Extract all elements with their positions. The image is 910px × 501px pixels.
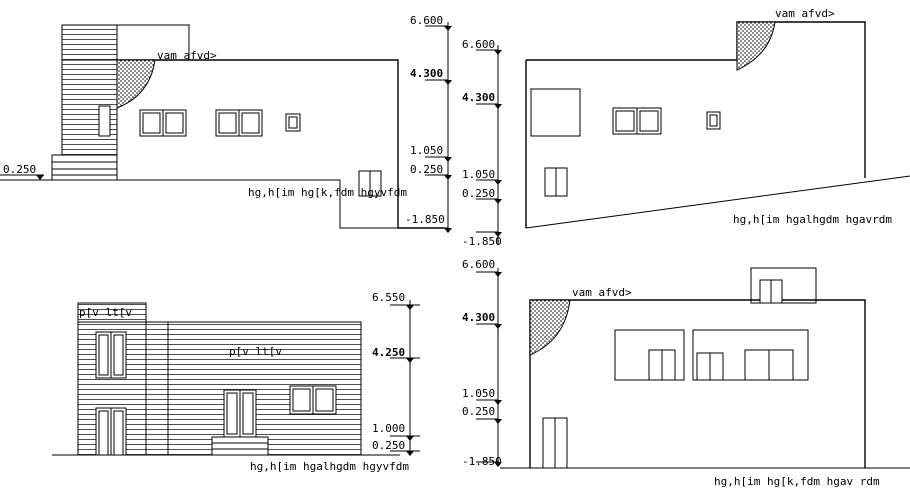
- level-label: -1.850: [462, 235, 502, 248]
- level-label: -1.850: [462, 455, 502, 468]
- level-label: 6.600: [410, 14, 443, 27]
- elevation-bottom-left: p[v lt[v p[v lt[v 6.550 4.250 1.000 0.25…: [52, 291, 420, 473]
- level-label: 6.550: [372, 291, 405, 304]
- wall-label: p[v lt[v: [79, 306, 132, 319]
- roof-label: vam afvd>: [775, 7, 835, 20]
- roof-stipple: [116, 59, 156, 109]
- elevation-caption: hg,h[im hg[k,fdm hgyvfdm: [248, 186, 407, 199]
- roof-label: vam afvd>: [572, 286, 632, 299]
- entry-steps: [211, 436, 269, 456]
- large-window: [530, 88, 581, 137]
- elevation-bottom-right: vam afvd> 6.600 4.300 1.050 0.250 -1.850…: [462, 258, 910, 488]
- level-label: 0.250: [462, 405, 495, 418]
- level-label: 1.050: [462, 168, 495, 181]
- roof-stipple: [736, 21, 776, 71]
- tower-window: [98, 105, 111, 137]
- level-label: 6.600: [462, 258, 495, 271]
- roof-label: vam afvd>: [157, 49, 217, 62]
- level-label: 4.250: [372, 346, 405, 359]
- elevation-caption: hg,h[im hgalhgdm hgavrdm: [733, 213, 892, 226]
- elevation-caption: hg,h[im hgalhgdm hgyvfdm: [250, 460, 409, 473]
- elevation-caption: hg,h[im hg[k,fdm hgav rdm: [714, 475, 880, 488]
- sloped-ground: [525, 175, 910, 229]
- level-label: 0.250: [372, 439, 405, 452]
- wall-label: p[v lt[v: [229, 345, 282, 358]
- main-wall-outline: [117, 59, 445, 229]
- level-label: 1.050: [462, 387, 495, 400]
- level-label: 4.300: [462, 91, 495, 104]
- level-label: 0.250: [3, 163, 36, 176]
- main-wall-outline: [529, 299, 866, 468]
- entry-steps: [51, 154, 118, 181]
- level-label: 4.300: [410, 67, 443, 80]
- roof-stipple: [529, 299, 571, 356]
- level-label: 0.250: [462, 187, 495, 200]
- elevation-top-left: vam afvd> 6.600 4.300 1.050 0.250 -1.850…: [0, 14, 452, 233]
- level-label: 1.000: [372, 422, 405, 435]
- level-label: 4.300: [462, 311, 495, 324]
- level-label: 1.050: [410, 144, 443, 157]
- level-label: 6.600: [462, 38, 495, 51]
- elevation-top-right: vam afvd> 6.600 4.300 1.050 0.250 -1.850…: [462, 7, 910, 248]
- level-label: 0.250: [410, 163, 443, 176]
- level-label: -1.850: [405, 213, 445, 226]
